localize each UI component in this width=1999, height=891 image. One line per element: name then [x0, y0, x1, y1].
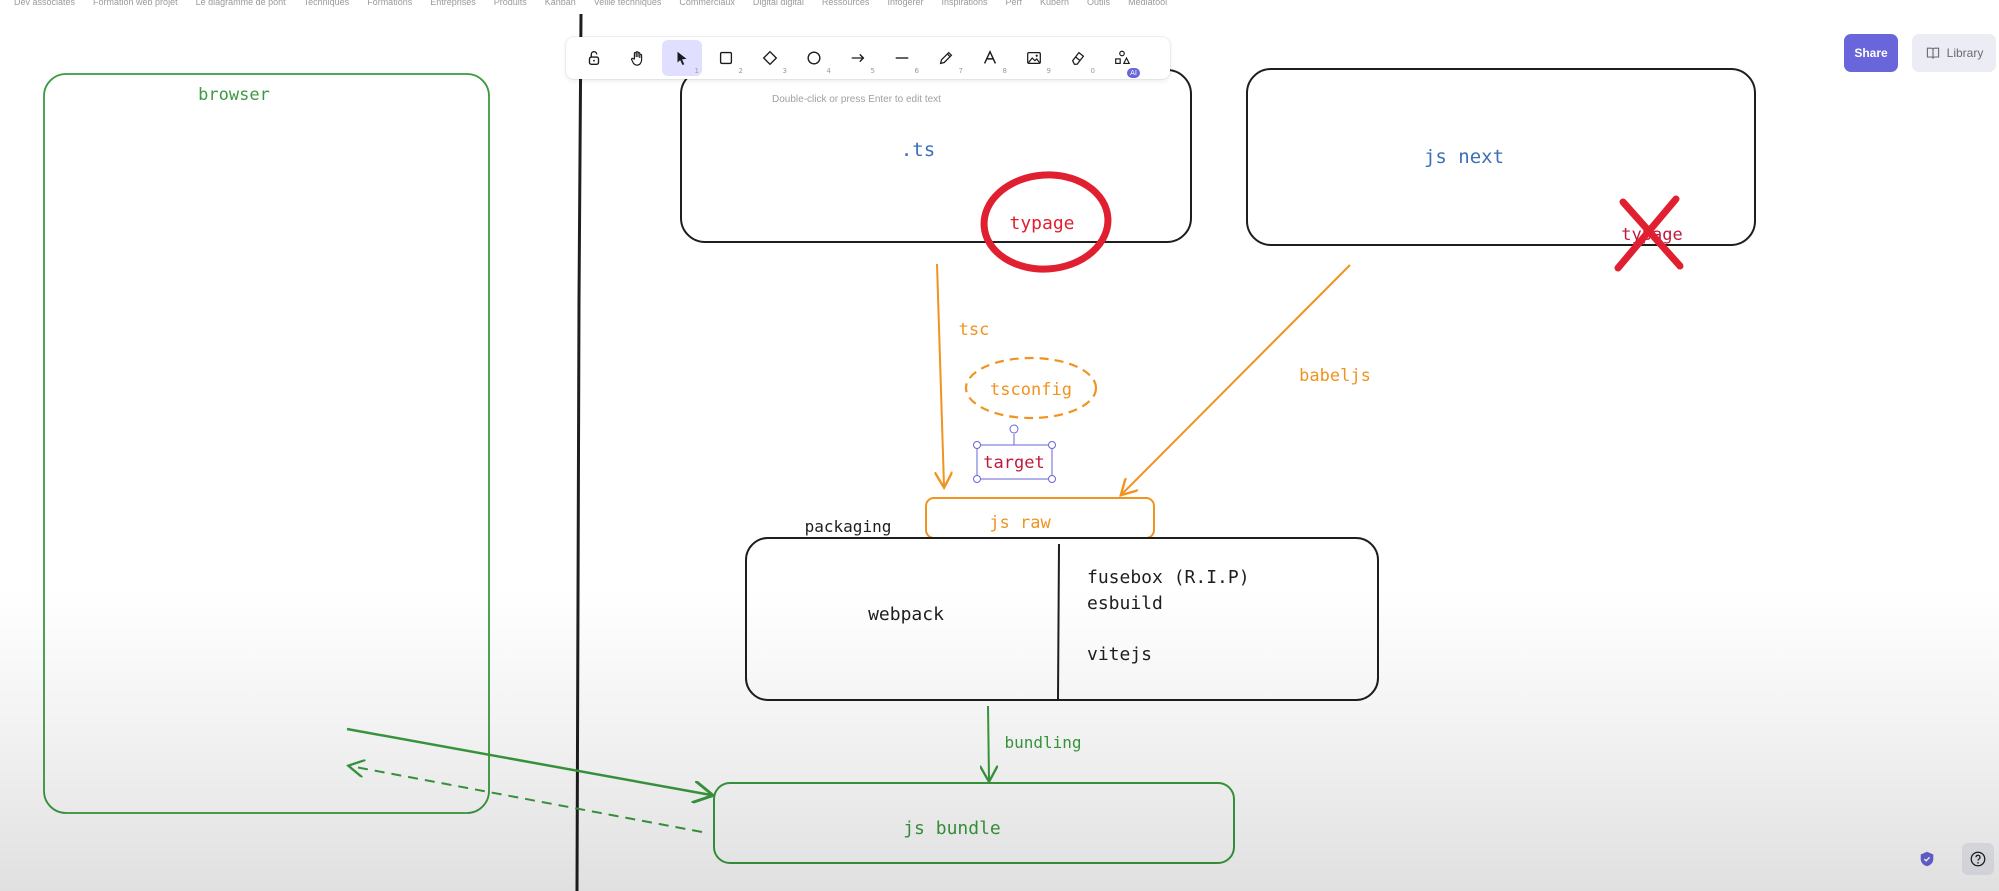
response-arrow-dashed[interactable]	[350, 766, 703, 833]
tool-hand[interactable]	[618, 40, 658, 76]
request-arrow[interactable]	[346, 727, 711, 795]
bookmark-item[interactable]: Kubern	[1040, 0, 1070, 7]
tool-text[interactable]: 8	[970, 40, 1010, 76]
bookmark-item[interactable]: Produits	[493, 0, 527, 7]
hand-icon	[631, 51, 643, 66]
packaging-label: packaging	[805, 517, 892, 536]
browser-label: browser	[198, 85, 270, 105]
tool-more-shapes[interactable]: AI	[1102, 40, 1142, 78]
pencil-icon	[939, 51, 953, 65]
arrow-icon	[851, 53, 865, 63]
tool-arrow[interactable]: 5	[838, 40, 878, 76]
lock-icon	[588, 51, 600, 65]
tool-image-shortcut: 9	[1046, 67, 1051, 75]
help-button[interactable]	[1962, 843, 1994, 875]
browser-box[interactable]	[43, 73, 490, 814]
bookmark-item[interactable]: Formation web projet	[93, 0, 178, 7]
image-icon	[1027, 51, 1041, 65]
bookmark-item[interactable]: Veille techniques	[593, 0, 662, 7]
tool-pencil-shortcut: 7	[958, 67, 963, 75]
help-icon	[1970, 851, 1986, 867]
tool-lock[interactable]	[574, 40, 614, 76]
bookmark-item[interactable]: Kanban	[544, 0, 576, 7]
bundlers-box[interactable]	[745, 537, 1379, 701]
tool-eraser[interactable]: 0	[1058, 40, 1098, 76]
library-label: Library	[1946, 46, 1984, 60]
bookmark-item[interactable]: Entreprises	[430, 0, 476, 7]
tool-select-shortcut: 1	[694, 67, 699, 75]
tsconfig-label: tsconfig	[990, 380, 1072, 400]
bookmark-item[interactable]: Inspirations	[941, 0, 988, 7]
ai-badge: AI	[1127, 68, 1140, 78]
eraser-icon	[1071, 51, 1085, 65]
shield-icon	[1920, 851, 1934, 867]
vitejs-label: vitejs	[1087, 644, 1152, 665]
tool-pencil[interactable]: 7	[926, 40, 966, 76]
tsconfig-ellipse[interactable]	[964, 356, 1098, 420]
tool-eraser-shortcut: 0	[1090, 67, 1095, 75]
edit-hint: Double-click or press Enter to edit text	[772, 94, 941, 105]
ts-label: .ts	[901, 139, 935, 161]
bookmark-item[interactable]: Le diagramme de pont	[195, 0, 286, 7]
bookmark-item[interactable]: Commerciaux	[679, 0, 735, 7]
bookmark-item[interactable]: Digital digital	[752, 0, 804, 7]
bundlers-divider[interactable]	[1057, 543, 1060, 701]
tsc-arrow[interactable]	[937, 263, 944, 486]
js-next-box[interactable]	[1246, 68, 1756, 246]
text-icon	[983, 49, 997, 64]
bookmark-item[interactable]: Dev associates	[14, 0, 76, 7]
esbuild-label: esbuild	[1087, 593, 1163, 614]
tool-diamond[interactable]: 3	[750, 40, 790, 76]
webpack-label: webpack	[868, 604, 944, 625]
rectangle-icon	[719, 51, 733, 65]
tool-ellipse[interactable]: 4	[794, 40, 834, 76]
bookmark-item[interactable]: Techniques	[303, 0, 350, 7]
tool-ellipse-shortcut: 4	[826, 67, 831, 75]
tool-line-shortcut: 6	[914, 67, 919, 75]
tools-toolbar: 1 2 3 4 5 6 7 8 9 0 AI	[566, 37, 1170, 79]
shield-button[interactable]	[1914, 846, 1940, 872]
tool-text-shortcut: 8	[1002, 67, 1007, 75]
tool-image[interactable]: 9	[1014, 40, 1054, 76]
bookmark-item[interactable]: Mediatool	[1128, 0, 1168, 7]
shapes-icon	[1115, 50, 1131, 64]
select-icon	[677, 51, 687, 66]
library-button[interactable]: Library	[1912, 34, 1996, 72]
tool-rectangle-shortcut: 2	[738, 67, 743, 75]
js-bundle-box[interactable]	[713, 782, 1235, 864]
tool-diamond-shortcut: 3	[782, 67, 787, 75]
diamond-icon	[762, 50, 778, 66]
bookmark-item[interactable]: Perf	[1005, 0, 1023, 7]
cross-mark[interactable]	[1614, 195, 1684, 272]
target-selection[interactable]	[973, 424, 1056, 483]
divider-line[interactable]	[575, 13, 583, 891]
bookmarks-bar: Dev associates Formation web projet Le dia…	[0, 0, 1999, 10]
target-label: target	[983, 453, 1044, 473]
tool-arrow-shortcut: 5	[870, 67, 875, 75]
typage-circle[interactable]	[980, 171, 1112, 273]
js-next-label: js next	[1424, 146, 1504, 168]
tool-line[interactable]: 6	[882, 40, 922, 76]
typage-label: typage	[1009, 213, 1074, 234]
js-bundle-label: js bundle	[903, 818, 1001, 839]
bundling-arrow[interactable]	[988, 705, 989, 780]
bookmark-item[interactable]: Formations	[367, 0, 413, 7]
bookmark-item[interactable]: Outils	[1087, 0, 1111, 7]
ellipse-icon	[807, 51, 821, 65]
share-button[interactable]: Share	[1844, 34, 1898, 72]
bookmark-item[interactable]: Ressources	[821, 0, 870, 7]
bundling-label: bundling	[1004, 733, 1081, 752]
babeljs-arrow[interactable]	[1122, 264, 1351, 494]
fusebox-label: fusebox (R.I.P)	[1087, 567, 1250, 588]
line-icon	[895, 57, 909, 59]
js-raw-label: js raw	[989, 513, 1051, 533]
tool-rectangle[interactable]: 2	[706, 40, 746, 76]
tsc-label: tsc	[959, 320, 990, 340]
babeljs-label: babeljs	[1299, 366, 1371, 386]
tool-select[interactable]: 1	[662, 40, 702, 76]
book-icon	[1926, 47, 1939, 59]
bookmark-item[interactable]: Infogérer	[887, 0, 924, 7]
